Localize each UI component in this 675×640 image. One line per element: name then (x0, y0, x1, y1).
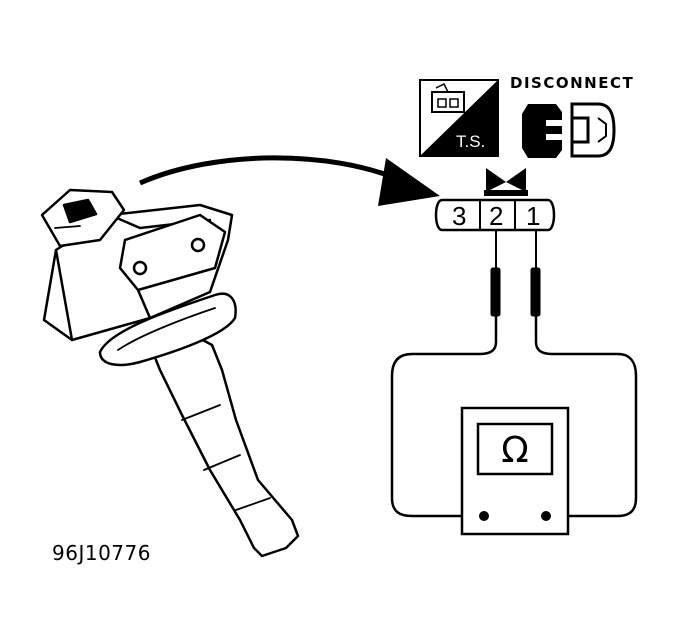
figure-id: 96J10776 (52, 541, 151, 565)
ohm-symbol: Ω (501, 430, 529, 471)
test-probes (490, 230, 541, 317)
connector-face: 3 2 1 (434, 168, 556, 232)
meter-leads (390, 316, 638, 518)
harness-connector-side-icon: T.S. (419, 79, 499, 157)
pin-1-label: 1 (526, 201, 540, 231)
disconnect-connector-icon (522, 102, 616, 158)
curved-arrow (138, 155, 440, 206)
ts-label: T.S. (456, 132, 485, 151)
pin-2-label: 2 (489, 201, 503, 231)
pin-3-label: 3 (452, 201, 466, 231)
ignition-coil-illustration (40, 188, 300, 558)
disconnect-label: DISCONNECT (510, 74, 634, 92)
ohmmeter-icon: Ω (460, 406, 570, 536)
